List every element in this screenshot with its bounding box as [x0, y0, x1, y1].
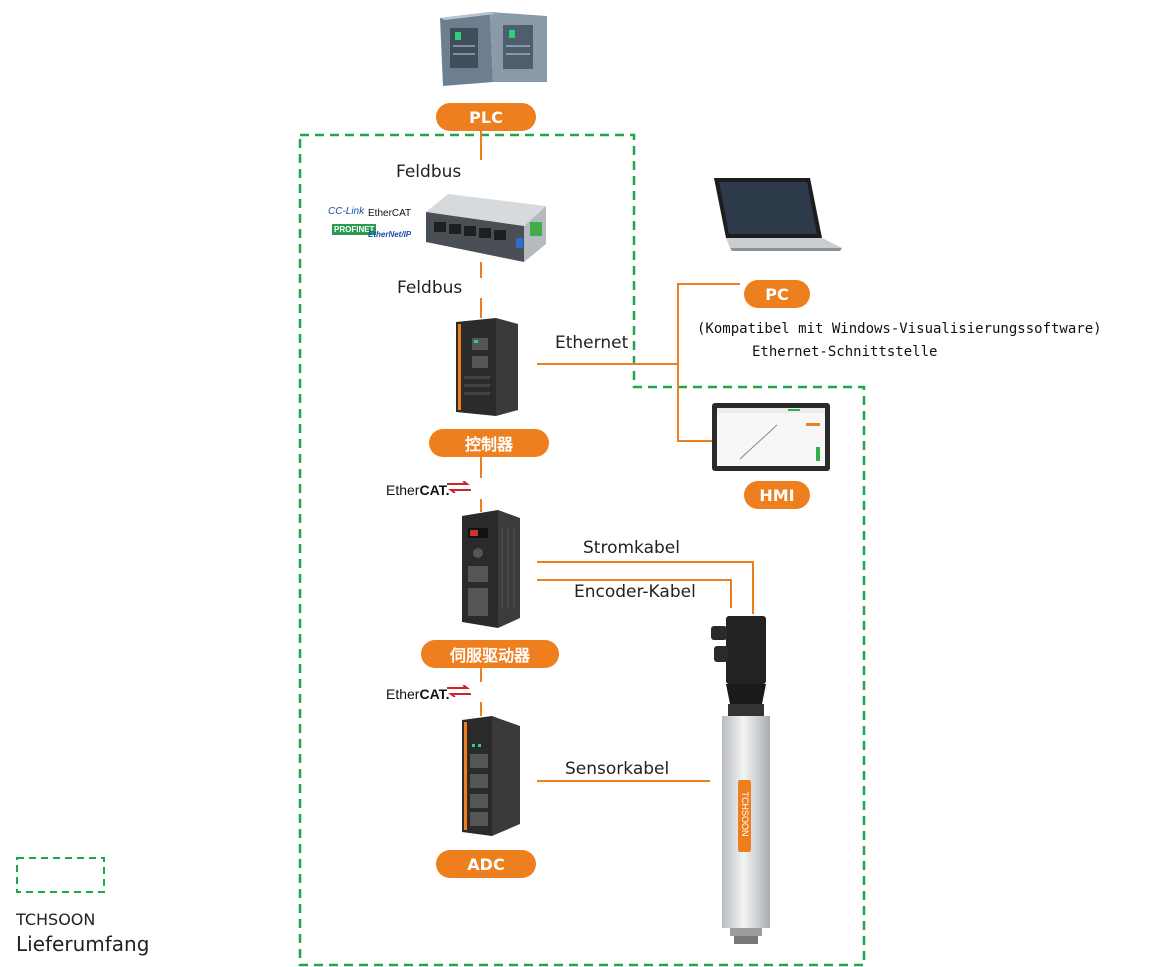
ethernet-ip-logo: EtherNet/IP	[368, 230, 412, 239]
plc-device-image	[440, 12, 547, 86]
servo-drive-label: 伺服驱动器	[421, 640, 559, 668]
cc-link-logo: CC-Link	[328, 206, 365, 217]
line-encoder-cable	[537, 579, 732, 608]
ethercat-logo-prefix: Ether	[386, 686, 420, 702]
plc-label: PLC	[436, 103, 536, 131]
line-power-cable	[537, 561, 754, 614]
ethercat-logo-2: EtherCAT.	[386, 686, 450, 702]
fieldbus-label-top: Feldbus	[396, 162, 462, 182]
ethercat-logo-suffix: CAT.	[419, 686, 450, 702]
encoder-cable-label: Encoder-Kabel	[574, 582, 696, 602]
pc-laptop-image	[714, 178, 842, 251]
pc-note-line1: (Kompatibel mit Windows-Visualisierungss…	[697, 321, 1102, 337]
ethercat-logo-prefix: Ether	[386, 482, 420, 498]
legend-brand: TCHSOON	[16, 910, 96, 929]
ethercat-arrows-icon	[447, 685, 471, 697]
power-cable-label: Stromkabel	[583, 538, 680, 558]
hmi-panel-image	[712, 403, 830, 471]
line-ethernet-bus	[677, 283, 740, 442]
legend-label: Lieferumfang	[16, 932, 150, 956]
pc-label: PC	[744, 280, 810, 308]
fieldbus-switch-image	[426, 194, 546, 262]
ethernet-label: Ethernet	[555, 333, 629, 353]
adc-label: ADC	[436, 850, 536, 878]
electric-actuator-image	[711, 616, 770, 944]
controller-label: 控制器	[429, 429, 549, 457]
sensor-cable-label: Sensorkabel	[565, 759, 670, 779]
hmi-label: HMI	[744, 481, 810, 509]
actuator-brand-label: TCHSOON	[740, 791, 750, 837]
servo-drive-image	[462, 510, 520, 628]
pc-note-line2: Ethernet-Schnittstelle	[752, 344, 938, 360]
ethercat-logo-small: EtherCAT	[368, 208, 412, 219]
profinet-logo: PROFINET	[332, 224, 377, 235]
ethercat-logo-1: EtherCAT.	[386, 482, 450, 498]
controller-device-image	[456, 318, 518, 416]
scope-boundary	[298, 133, 866, 967]
legend-scope-swatch	[16, 857, 105, 893]
fieldbus-label-bottom: Feldbus	[397, 278, 463, 298]
ethercat-arrows-icon	[447, 481, 471, 493]
adc-device-image	[462, 716, 520, 836]
ethercat-logo-suffix: CAT.	[419, 482, 450, 498]
